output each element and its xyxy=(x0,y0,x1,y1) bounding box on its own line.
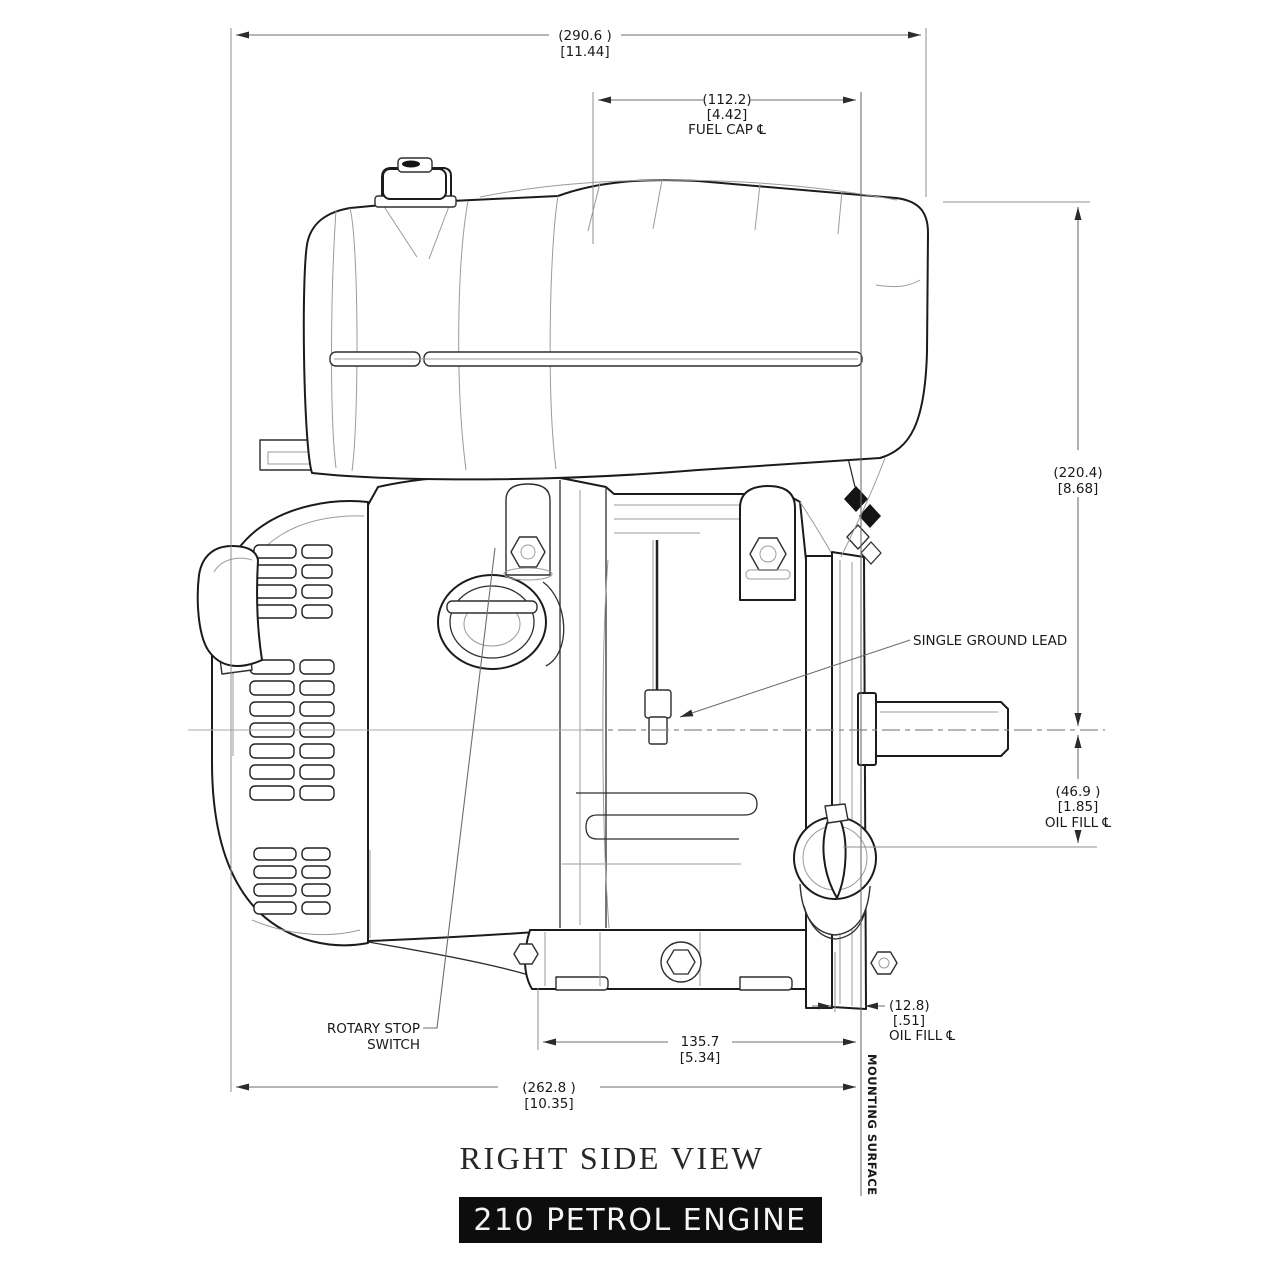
pto-shaft xyxy=(857,692,1009,766)
dipstick-handle xyxy=(822,816,847,899)
dim-oil-fill-v-mm: (46.9 ) xyxy=(1056,784,1101,800)
callout-ground-lead: SINGLE GROUND LEAD xyxy=(679,633,1067,718)
mounting-plate xyxy=(805,551,898,1010)
vent-slot xyxy=(299,701,335,717)
dim-overall-width-in: [11.44] xyxy=(560,44,609,60)
dimension-overall-width: (290.6 ) [11.44] xyxy=(236,28,921,60)
vent-slot xyxy=(299,659,335,675)
dim-crank-mount-mm: 135.7 xyxy=(681,1034,720,1050)
vent-slot xyxy=(253,564,297,579)
dim-base-width-mm: (262.8 ) xyxy=(522,1080,575,1096)
extension-lines xyxy=(230,28,1097,1196)
dim-oil-fill-h-mm: (12.8) xyxy=(889,998,930,1014)
flange-bolt xyxy=(870,951,898,975)
engine-foot xyxy=(739,976,793,991)
engine-drawing xyxy=(188,157,1105,1010)
vent-slot xyxy=(253,544,297,559)
hex-bolt xyxy=(510,536,546,568)
ground-lead-label: SINGLE GROUND LEAD xyxy=(913,633,1067,649)
vent-slot xyxy=(299,743,335,759)
dimension-crank-to-mount: 135.7 [5.34] xyxy=(543,1034,856,1066)
dimension-annotations: (290.6 ) [11.44] (112.2) [4.42] FUEL CAP… xyxy=(230,28,1112,1196)
engine-foot xyxy=(555,976,609,991)
product-banner: 210 PETROL ENGINE xyxy=(459,1197,822,1243)
vent-slot xyxy=(301,544,333,559)
vent-slot xyxy=(249,764,295,780)
sump-bolt xyxy=(513,943,539,965)
vent-slot xyxy=(301,564,333,579)
vent-slot xyxy=(253,604,297,619)
vent-slot xyxy=(249,743,295,759)
rotary-stop-label-2: SWITCH xyxy=(367,1037,420,1053)
vent-slot xyxy=(301,901,331,915)
banner-title: 210 PETROL ENGINE xyxy=(473,1203,806,1238)
vent-slot xyxy=(253,847,297,861)
recoil-starter xyxy=(196,439,369,947)
vent-slot xyxy=(253,584,297,599)
vent-slot xyxy=(299,680,335,696)
dimension-oil-fill-horizontal: (12.8) [.51] OIL FILL ℄ xyxy=(812,998,956,1044)
mounting-surface-label: MOUNTING SURFACE xyxy=(865,1054,879,1196)
cooling-vents xyxy=(249,544,335,915)
dimension-base-width: (262.8 ) [10.35] xyxy=(236,1080,856,1112)
dim-oil-fill-h-label: OIL FILL ℄ xyxy=(889,1028,956,1044)
vent-slot xyxy=(299,785,335,801)
fuel-cap xyxy=(374,157,457,208)
vent-slot xyxy=(249,680,295,696)
rotary-stop-label-1: ROTARY STOP xyxy=(327,1021,420,1037)
dim-oil-fill-v-in: [1.85] xyxy=(1058,799,1099,815)
fuel-tank xyxy=(302,157,929,558)
dim-overall-height-mm: (220.4) xyxy=(1053,465,1102,481)
vent-slot xyxy=(301,865,331,879)
vent-slot xyxy=(253,883,297,897)
dim-fuel-cap-label: FUEL CAP ℄ xyxy=(688,122,766,138)
dim-overall-width-mm: (290.6 ) xyxy=(558,28,611,44)
starter-handle xyxy=(196,545,263,667)
ground-lead-terminal xyxy=(644,689,672,719)
dim-base-width-in: [10.35] xyxy=(524,1096,573,1112)
vent-slot xyxy=(299,764,335,780)
dimension-overall-height: (220.4) [8.68] xyxy=(1053,207,1103,726)
dim-fuel-cap-in: [4.42] xyxy=(707,107,748,123)
oil-drain-plug xyxy=(660,941,702,983)
vent-slot xyxy=(253,901,297,915)
vent-slot xyxy=(301,584,333,599)
spark-boot xyxy=(844,486,868,512)
engine-details xyxy=(437,457,882,745)
banner-background xyxy=(459,1197,822,1243)
breather-cap xyxy=(437,574,547,670)
view-title: RIGHT SIDE VIEW xyxy=(460,1140,765,1176)
sump-base xyxy=(513,929,861,991)
dim-crank-mount-in: [5.34] xyxy=(680,1050,721,1066)
vent-slot xyxy=(253,865,297,879)
dim-overall-height-in: [8.68] xyxy=(1058,481,1099,497)
vent-slot xyxy=(249,701,295,717)
dim-oil-fill-v-label: OIL FILL ℄ xyxy=(1045,815,1112,831)
dim-fuel-cap-mm: (112.2) xyxy=(702,92,751,108)
vent-slot xyxy=(249,785,295,801)
vent-slot xyxy=(301,883,331,897)
dimension-fuel-cap: (112.2) [4.42] FUEL CAP ℄ xyxy=(598,92,856,138)
dim-oil-fill-h-in: [.51] xyxy=(893,1013,925,1029)
vent-slot xyxy=(301,604,333,619)
tank-seam xyxy=(329,351,863,367)
vent-slot xyxy=(301,847,331,861)
callout-rotary-stop-switch: ROTARY STOP SWITCH xyxy=(327,547,496,1053)
oil-dipstick xyxy=(793,803,877,940)
dimension-oil-fill-vertical: (46.9 ) [1.85] OIL FILL ℄ xyxy=(1045,735,1112,843)
